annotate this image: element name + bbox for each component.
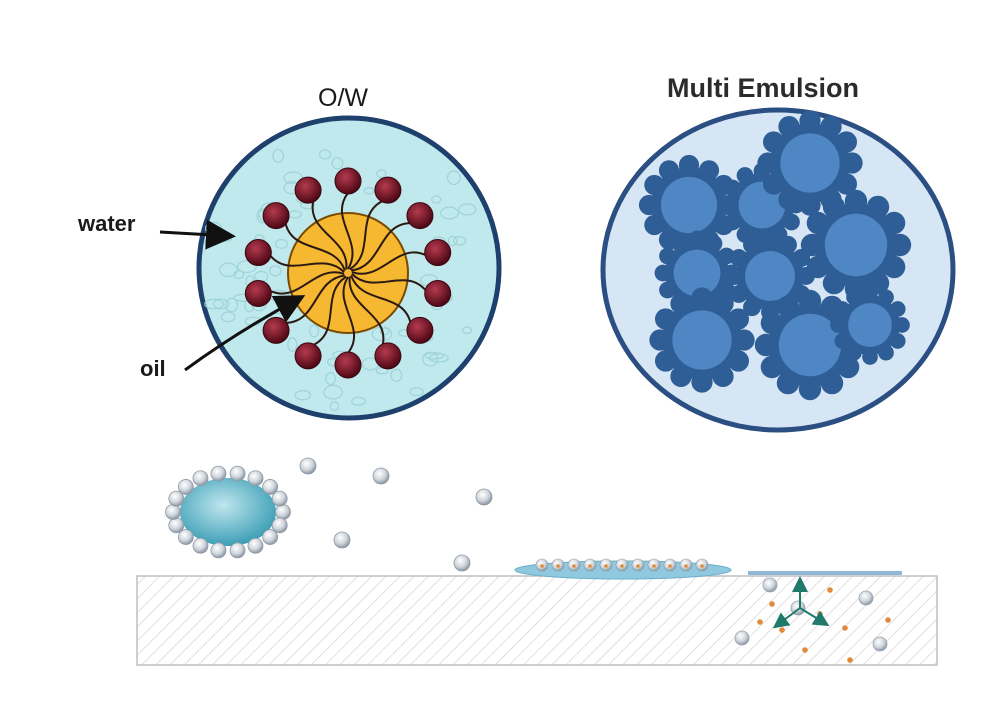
diffusion-arrow-icon bbox=[799, 607, 830, 627]
surfactant-tail bbox=[342, 276, 355, 354]
particle-icon bbox=[271, 490, 288, 507]
multi-droplets bbox=[638, 110, 912, 401]
surfactant-head-icon bbox=[334, 351, 362, 379]
particle-icon bbox=[271, 517, 288, 534]
molecule-icon bbox=[885, 617, 891, 623]
surfactant-head-icon bbox=[406, 316, 434, 344]
particle-icon bbox=[762, 577, 778, 593]
surfactant-tail bbox=[350, 275, 412, 324]
spreading-film bbox=[514, 558, 732, 580]
surfactant-head-icon bbox=[244, 239, 272, 267]
surfactant-head-icon bbox=[244, 279, 272, 307]
particle-icon bbox=[165, 504, 181, 520]
particle-icon bbox=[177, 479, 194, 495]
particle-icon bbox=[262, 479, 279, 495]
surfactant-tail bbox=[348, 276, 385, 346]
particle-icon bbox=[210, 465, 227, 482]
particle-icon bbox=[192, 537, 209, 554]
molecule-icon bbox=[769, 601, 775, 607]
molecule-icon bbox=[779, 627, 785, 633]
surfactant-tail bbox=[341, 192, 354, 270]
particle-icon bbox=[734, 630, 750, 646]
surfactant-head-icon bbox=[406, 202, 434, 230]
water-arrow-icon bbox=[159, 219, 236, 250]
free-particles bbox=[299, 457, 493, 572]
oil-label: oil bbox=[140, 356, 166, 381]
oil-arrow-icon bbox=[184, 295, 306, 372]
particle-icon bbox=[372, 467, 390, 485]
surfactant-head-icon bbox=[424, 239, 452, 267]
clustered-droplet-icon bbox=[800, 189, 912, 301]
surfactant-tail bbox=[350, 222, 411, 272]
surfactant-head-icon bbox=[424, 279, 452, 307]
particle-icon bbox=[229, 465, 246, 482]
coated-droplet bbox=[165, 465, 291, 559]
clustered-droplet-icon bbox=[757, 110, 863, 216]
particle-icon bbox=[247, 537, 264, 554]
surfactant-tail bbox=[351, 251, 427, 275]
surfactant-tail bbox=[311, 200, 348, 270]
particle-icon bbox=[247, 470, 264, 487]
surfactant-tail bbox=[351, 273, 427, 292]
surfactant-tail bbox=[312, 275, 347, 346]
surfactant-tail bbox=[269, 254, 345, 273]
water-label: water bbox=[78, 211, 136, 236]
surfactant-head-icon bbox=[262, 202, 290, 230]
particle-icon bbox=[168, 517, 185, 534]
molecule-icon bbox=[847, 657, 853, 663]
ow-title: O/W bbox=[318, 84, 368, 112]
deposition-process bbox=[136, 457, 938, 666]
molecule-icon bbox=[842, 625, 848, 631]
surfactant-head-icon bbox=[374, 176, 402, 204]
surfactant-head-icon bbox=[262, 316, 290, 344]
particle-icon bbox=[333, 531, 351, 549]
surfactant-head-icon bbox=[294, 342, 322, 370]
particle-icon bbox=[210, 542, 227, 559]
multi-emulsion-title: Multi Emulsion bbox=[667, 73, 859, 103]
molecule-icon bbox=[757, 619, 763, 625]
multi-emulsion bbox=[600, 107, 956, 433]
particle-icon bbox=[192, 470, 209, 487]
particle-icon bbox=[229, 542, 246, 559]
particle-icon bbox=[872, 636, 888, 652]
surfactant-tail bbox=[284, 222, 346, 271]
particle-icon bbox=[275, 504, 291, 520]
surfactant-head-icon bbox=[294, 176, 322, 204]
particle-icon bbox=[858, 590, 874, 606]
oil-core bbox=[287, 212, 409, 334]
clustered-droplet-icon bbox=[754, 289, 866, 401]
molecule-icon bbox=[802, 647, 808, 653]
diffusion-arrow-icon bbox=[772, 607, 801, 629]
particle-icon bbox=[453, 554, 471, 572]
ow-micelle bbox=[196, 115, 502, 421]
clustered-droplet-icon bbox=[649, 287, 755, 393]
surfactant-tails bbox=[269, 192, 427, 354]
penetration-zone bbox=[734, 576, 891, 663]
surfactant-head-icon bbox=[374, 342, 402, 370]
particle-icon bbox=[475, 488, 493, 506]
particle-icon bbox=[262, 529, 279, 545]
shell-particles bbox=[165, 465, 291, 559]
surfactant-tail bbox=[349, 200, 384, 271]
particle-icon bbox=[168, 490, 185, 507]
substrate bbox=[136, 575, 938, 666]
film-particles bbox=[535, 558, 709, 572]
molecule-icon bbox=[827, 587, 833, 593]
surfactant-tail bbox=[269, 271, 345, 295]
clustered-droplet-icon bbox=[830, 285, 910, 365]
surfactant-heads bbox=[244, 167, 452, 379]
particle-icon bbox=[299, 457, 317, 475]
molecule-icon bbox=[817, 611, 823, 617]
particle-icon bbox=[177, 529, 194, 545]
surfactant-head-icon bbox=[334, 167, 362, 195]
